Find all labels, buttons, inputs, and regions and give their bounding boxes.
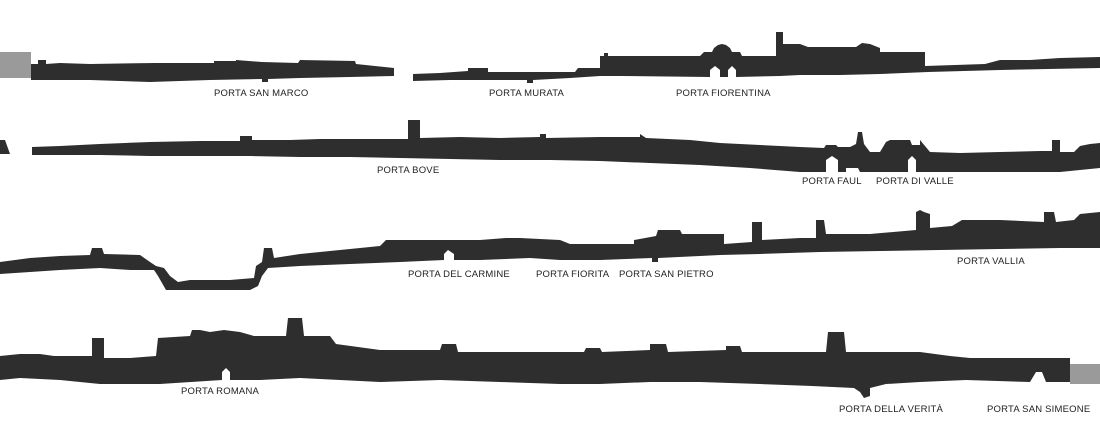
gate-label: PORTA FAUL bbox=[802, 176, 862, 187]
gate-label: PORTA DELLA VERITÀ bbox=[839, 404, 944, 415]
wall-fragment bbox=[0, 140, 10, 154]
gate-label: PORTA DI VALLE bbox=[876, 176, 954, 187]
wall-segment-1b bbox=[413, 32, 1100, 83]
gate-label: PORTA MURATA bbox=[489, 88, 565, 99]
gate-label: PORTA ROMANA bbox=[181, 386, 260, 397]
gate-labels-row-1: PORTA SAN MARCO PORTA MURATA PORTA FIORE… bbox=[214, 88, 771, 99]
wall-row-2 bbox=[0, 120, 1100, 172]
wall-end-cap bbox=[1070, 364, 1100, 384]
gate-label: PORTA FIORITA bbox=[536, 269, 610, 280]
gate-labels-row-2: PORTA BOVE PORTA FAUL PORTA DI VALLE bbox=[377, 165, 954, 187]
wall-row-4 bbox=[0, 318, 1100, 398]
wall-segment-1a bbox=[31, 60, 394, 82]
gate-label: PORTA VALLIA bbox=[957, 256, 1025, 267]
gate-label: PORTA SAN MARCO bbox=[214, 88, 309, 99]
gate-labels-row-4: PORTA ROMANA PORTA DELLA VERITÀ PORTA SA… bbox=[181, 386, 1090, 415]
gate-label: PORTA BOVE bbox=[377, 165, 439, 176]
wall-start-cap bbox=[0, 52, 31, 78]
wall-segment-4 bbox=[0, 318, 1070, 398]
wall-segment-2 bbox=[32, 120, 1100, 172]
gate-label: PORTA DEL CARMINE bbox=[408, 269, 510, 280]
gate-label: PORTA FIORENTINA bbox=[676, 88, 771, 99]
gate-labels-row-3: PORTA DEL CARMINE PORTA FIORITA PORTA SA… bbox=[408, 256, 1025, 280]
gate-label: PORTA SAN SIMEONE bbox=[987, 404, 1090, 415]
wall-row-1 bbox=[0, 32, 1100, 83]
wall-segment-3 bbox=[0, 210, 1100, 290]
gate-label: PORTA SAN PIETRO bbox=[619, 269, 714, 280]
wall-row-3 bbox=[0, 210, 1100, 290]
